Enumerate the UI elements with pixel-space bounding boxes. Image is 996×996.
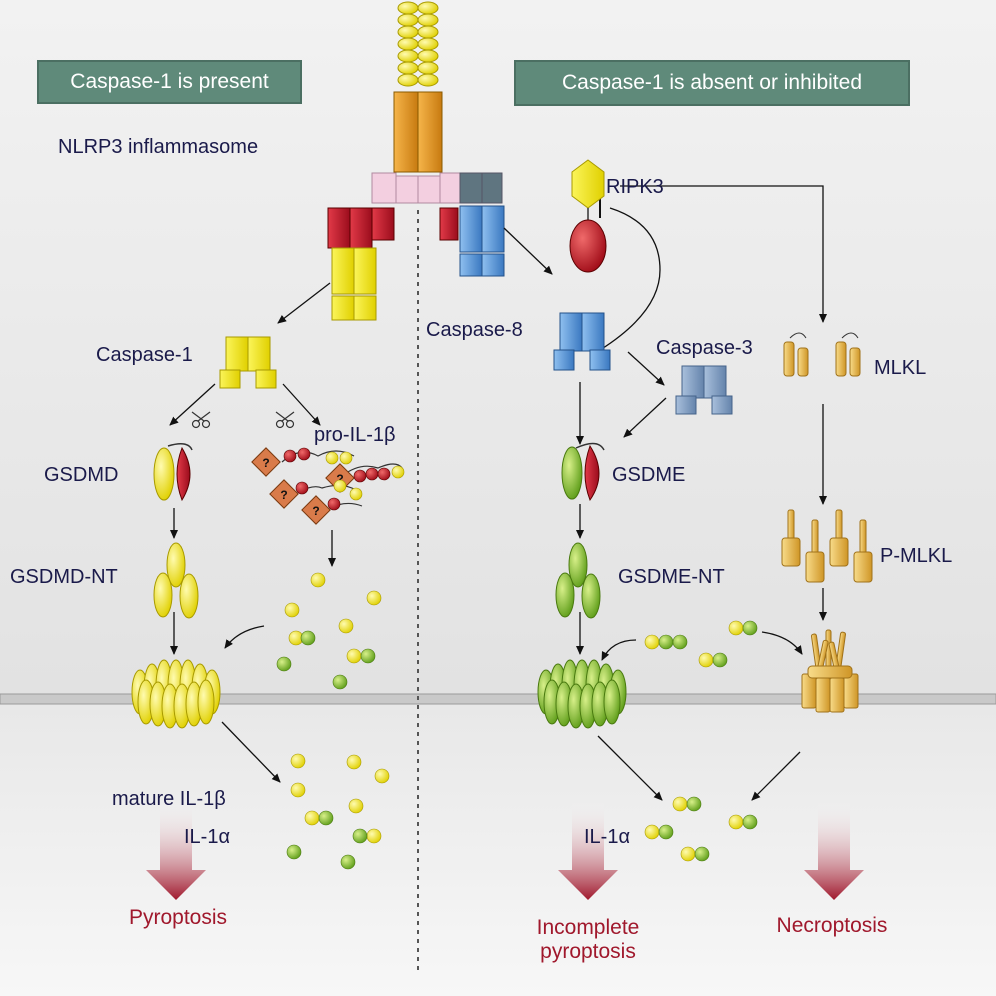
caspase1-absent-banner: Caspase-1 is absent or inhibited — [514, 60, 910, 106]
il1a-released-right — [644, 796, 758, 862]
asc-pyd-ring — [371, 172, 461, 204]
scissors-icon-gsdmd — [191, 411, 211, 429]
incomplete-line1: Incomplete — [536, 916, 640, 939]
released-cytokines-left — [286, 753, 390, 870]
pyroptosis-arrow — [146, 800, 206, 900]
caspase3-dimer-icon — [675, 365, 733, 415]
ripk3-icon — [569, 159, 607, 273]
pro-il1b-label: pro-IL-1β — [314, 424, 396, 446]
necroptosis-label: Necroptosis — [776, 914, 888, 937]
unknown-mark: ? — [280, 488, 287, 502]
ripk3-inhibition-by-caspase8 — [599, 207, 661, 351]
pro-il1b-chains: ? ? ? ? — [251, 447, 405, 525]
il1a-cytoplasm-right — [644, 620, 758, 668]
arrows-left — [169, 282, 336, 783]
caspase3-label: Caspase-3 — [656, 337, 753, 359]
mature-cytokines-cytoplasm — [276, 572, 382, 690]
gsdmd-label: GSDMD — [44, 464, 119, 486]
incomplete-pyroptosis-label: Incomplete pyroptosis — [510, 916, 666, 964]
arrow-caspase1-to-gsdmd — [169, 383, 216, 426]
arrow-caspase1-to-pro-il1b — [282, 383, 321, 426]
gsdmd-pore-icon — [131, 659, 221, 729]
nlrp3-lrr-stack — [397, 1, 439, 87]
nlrp3-nacht-domain — [393, 91, 443, 173]
p-mlkl-icon — [781, 509, 873, 583]
mlkl-pore-icon — [801, 629, 859, 713]
caspase1-present-banner: Caspase-1 is present — [37, 60, 302, 104]
arrow-caspase3-to-gsdme — [623, 397, 667, 438]
gsdme-nt-icon — [555, 542, 601, 619]
arrow-gsdme-pore-to-release — [597, 735, 663, 801]
necroptosis-arrow — [804, 800, 864, 900]
mature-il1b-label: mature IL-1β — [112, 788, 226, 810]
il1a-label-right: IL-1α — [584, 826, 631, 848]
outcome-arrows — [146, 800, 864, 900]
mlkl-label: MLKL — [874, 357, 927, 379]
gsdme-nt-label: GSDME-NT — [618, 566, 725, 588]
gsdmd-icon — [153, 443, 193, 502]
asc-card-ring — [459, 172, 503, 204]
caspase1-dimer-icon — [219, 336, 277, 389]
il1a-label-left: IL-1α — [184, 826, 231, 848]
arrow-inflammasome-to-caspase8 — [503, 227, 553, 275]
arrow-caspase8-to-caspase3 — [627, 351, 665, 386]
caspase1-label: Caspase-1 — [96, 344, 193, 366]
gsdme-label: GSDME — [612, 464, 686, 486]
caspase8-label: Caspase-8 — [426, 319, 523, 341]
gsdme-pore-icon — [537, 659, 627, 729]
arrow-il1a-to-mlkl-pore — [761, 631, 803, 655]
arrow-inflammasome-to-caspase1 — [277, 282, 331, 324]
unknown-mark: ? — [262, 456, 269, 470]
caspase8-dimer-icon — [553, 312, 611, 371]
scissors-icon-pro-il1b — [275, 411, 295, 429]
mlkl-icon — [783, 332, 861, 377]
arrow-mlkl-pore-to-release — [751, 751, 801, 801]
procaspase1-yellow — [331, 247, 377, 321]
nlrp3-inflammasome-label: NLRP3 inflammasome — [58, 136, 259, 158]
procaspase8-blue — [459, 205, 505, 277]
gsdme-icon — [561, 442, 605, 502]
arrow-ripk3-to-mlkl — [620, 185, 827, 323]
arrow-cytokines-to-pore — [224, 625, 265, 649]
caspase1-card-red — [327, 207, 459, 249]
ripk3-label: RIPK3 — [606, 176, 664, 198]
gsdmd-nt-icon — [153, 542, 199, 619]
p-mlkl-label: P-MLKL — [880, 545, 953, 567]
nlrp3-inflammasome-icon — [327, 1, 505, 321]
arrow-il1a-to-gsdme-pore — [601, 639, 637, 661]
incomplete-line2: pyroptosis — [540, 940, 636, 963]
unknown-mark: ? — [336, 472, 343, 486]
arrows-right — [503, 185, 827, 801]
gsdmd-nt-label: GSDMD-NT — [10, 566, 118, 588]
unknown-mark: ? — [312, 504, 319, 518]
arrow-pore-to-release — [221, 721, 281, 783]
unknown-marks: ? ? ? ? — [262, 456, 343, 518]
incomplete-pyroptosis-arrow — [558, 800, 618, 900]
cell-membrane — [0, 693, 996, 705]
pyroptosis-label: Pyroptosis — [128, 906, 228, 929]
